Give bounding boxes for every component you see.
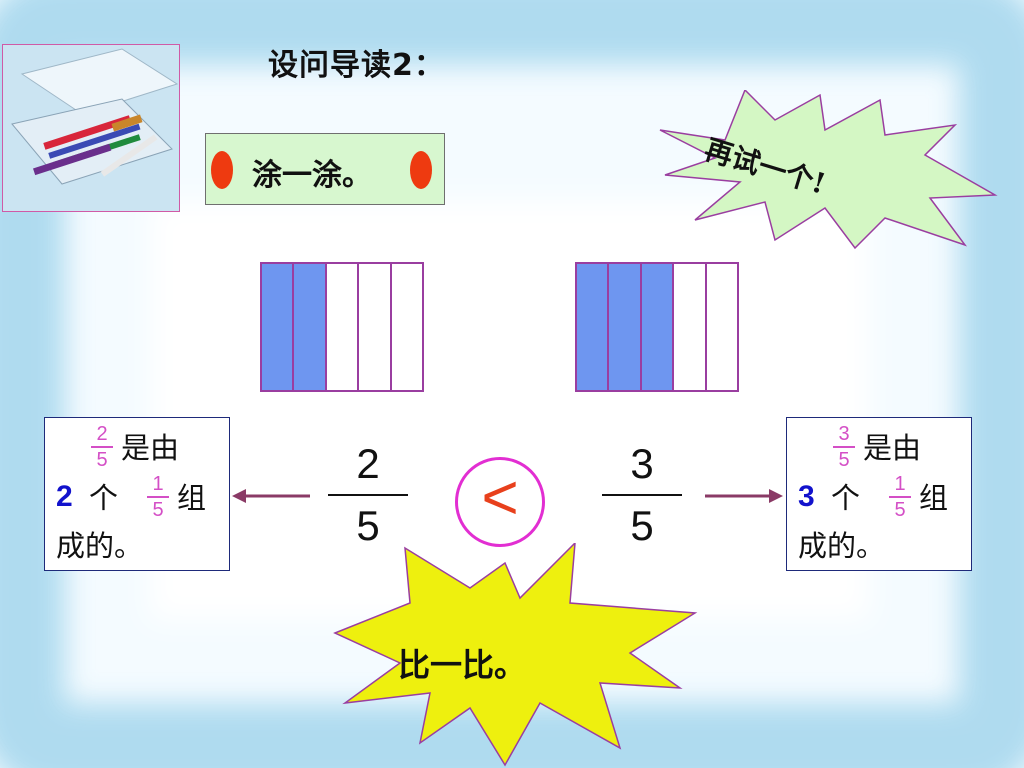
red-dot-icon bbox=[211, 151, 233, 189]
mini-fraction: 3 5 bbox=[833, 424, 855, 470]
mini-fraction: 1 5 bbox=[889, 474, 911, 520]
strip-part-empty bbox=[707, 264, 737, 390]
mini-numerator: 1 bbox=[894, 473, 906, 495]
fraction-bar bbox=[328, 494, 408, 496]
strip-part-empty bbox=[392, 264, 422, 390]
mini-numerator: 3 bbox=[838, 423, 850, 445]
fraction-right-numerator: 3 bbox=[630, 440, 654, 487]
fraction-bar bbox=[602, 494, 682, 496]
fraction-left-denominator: 5 bbox=[356, 502, 380, 549]
mini-fraction: 1 5 bbox=[147, 474, 169, 520]
strip-part-shaded bbox=[641, 264, 675, 390]
count-number: 3 bbox=[798, 480, 815, 513]
left-explanation-box: 2 5 是由 2 个 1 5 组 成的。 bbox=[44, 417, 230, 571]
fraction-strip-left bbox=[260, 262, 424, 392]
count-number: 2 bbox=[56, 480, 73, 513]
right-arrow-icon bbox=[705, 489, 783, 503]
mini-denominator: 5 bbox=[152, 499, 164, 521]
fraction-left: 2 5 bbox=[328, 440, 408, 550]
burst-bottom-text: 比一比。 bbox=[398, 646, 527, 684]
comparison-circle bbox=[455, 457, 545, 547]
strip-part-empty bbox=[327, 264, 360, 390]
mini-denominator: 5 bbox=[894, 499, 906, 521]
less-than-symbol: < bbox=[481, 461, 519, 533]
mini-numerator: 2 bbox=[96, 423, 108, 445]
note-text: 成的。 bbox=[56, 529, 144, 563]
left-arrow-icon bbox=[232, 489, 310, 503]
note-text: 是由 bbox=[121, 431, 180, 465]
strip-part-shaded bbox=[294, 264, 327, 390]
fraction-right-denominator: 5 bbox=[630, 502, 654, 549]
note-text: 是由 bbox=[863, 431, 922, 465]
page-title: 设问导读2： bbox=[268, 48, 445, 83]
instruction-box: 涂一涂。 bbox=[205, 133, 445, 205]
mini-numerator: 1 bbox=[152, 473, 164, 495]
strip-part-shaded bbox=[262, 264, 295, 390]
pencil-case-image bbox=[2, 44, 180, 212]
fraction-left-numerator: 2 bbox=[356, 440, 380, 487]
right-explanation-box: 3 5 是由 3 个 1 5 组 成的。 bbox=[786, 417, 972, 571]
burst-shape-top bbox=[659, 90, 998, 250]
burst-shape-bottom bbox=[333, 543, 698, 767]
fraction-strip-right bbox=[575, 262, 739, 392]
strip-part-empty bbox=[359, 264, 392, 390]
note-text: 成的。 bbox=[798, 529, 886, 563]
strip-part-empty bbox=[674, 264, 707, 390]
fraction-right: 3 5 bbox=[602, 440, 682, 550]
mini-denominator: 5 bbox=[838, 449, 850, 471]
strip-part-shaded bbox=[577, 264, 610, 390]
mini-fraction: 2 5 bbox=[91, 424, 113, 470]
note-text: 组 bbox=[177, 481, 207, 515]
note-text: 个 bbox=[831, 481, 861, 515]
note-text: 组 bbox=[919, 481, 949, 515]
strip-part-shaded bbox=[609, 264, 642, 390]
red-dot-icon bbox=[410, 151, 432, 189]
note-text: 个 bbox=[89, 481, 119, 515]
mini-denominator: 5 bbox=[96, 449, 108, 471]
instruction-text: 涂一涂。 bbox=[252, 158, 372, 193]
